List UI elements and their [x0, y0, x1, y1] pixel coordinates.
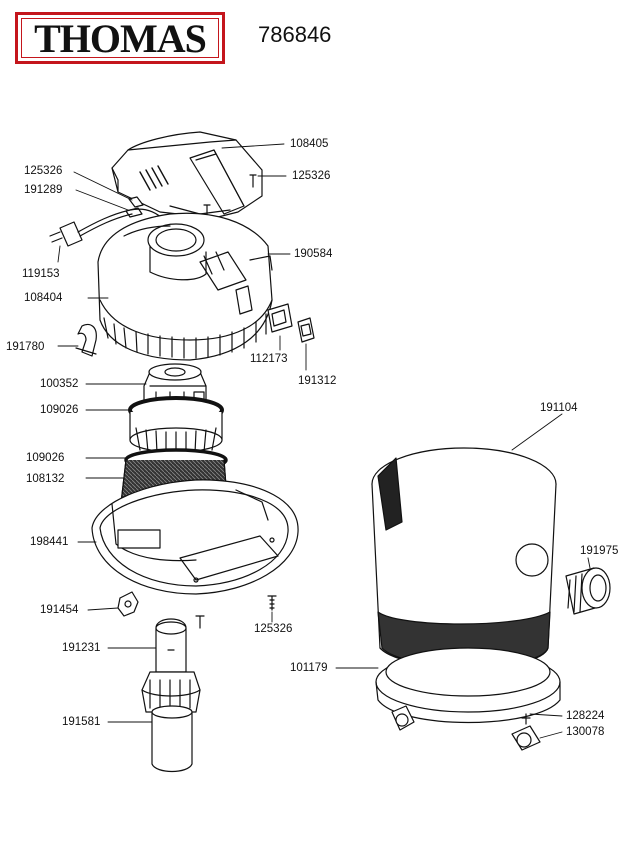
label-125326-cord: 125326 [24, 165, 63, 177]
tank-drawing [371, 447, 557, 669]
top-cover-drawing [111, 131, 263, 219]
clip-drawing [75, 323, 97, 357]
model-number: 786846 [258, 22, 332, 47]
base-plate-drawing [91, 479, 299, 595]
label-100352: 100352 [40, 378, 79, 390]
gasket-upper-drawing [128, 396, 224, 455]
leader-lines [57, 143, 591, 739]
label-191780: 191780 [6, 341, 45, 353]
switch-cap-drawing [297, 317, 315, 343]
label-108404: 108404 [24, 292, 63, 304]
label-109026-upper: 109026 [40, 404, 79, 416]
label-191231: 191231 [62, 642, 101, 654]
label-128224: 128224 [566, 710, 605, 722]
logo-text: THOMAS [34, 16, 207, 61]
label-130078: 130078 [566, 726, 605, 738]
label-191289: 191289 [24, 184, 63, 196]
float-cage-drawing [141, 618, 201, 773]
nozzle-drawing [565, 567, 611, 615]
dolly-drawing [375, 647, 561, 751]
label-190584: 190584 [294, 248, 333, 260]
label-191975: 191975 [580, 545, 619, 557]
label-125326-base: 125326 [254, 623, 293, 635]
switch-drawing [267, 303, 293, 333]
label-198441: 198441 [30, 536, 69, 548]
label-191312: 191312 [298, 375, 337, 387]
motor-housing-drawing [97, 212, 273, 361]
label-191581: 191581 [62, 716, 101, 728]
label-112173: 112173 [250, 353, 288, 365]
small-clip-drawing [117, 591, 139, 617]
label-108405: 108405 [290, 138, 329, 150]
label-101179: 101179 [290, 662, 328, 674]
label-191454: 191454 [40, 604, 79, 616]
label-125326-top: 125326 [292, 170, 331, 182]
label-108132: 108132 [26, 473, 65, 485]
base-screws-drawing [195, 595, 277, 629]
label-191104: 191104 [540, 402, 578, 414]
label-109026-lower: 109026 [26, 452, 65, 464]
thomas-logo: THOMAS [15, 12, 225, 64]
label-119153: 119153 [22, 268, 60, 280]
